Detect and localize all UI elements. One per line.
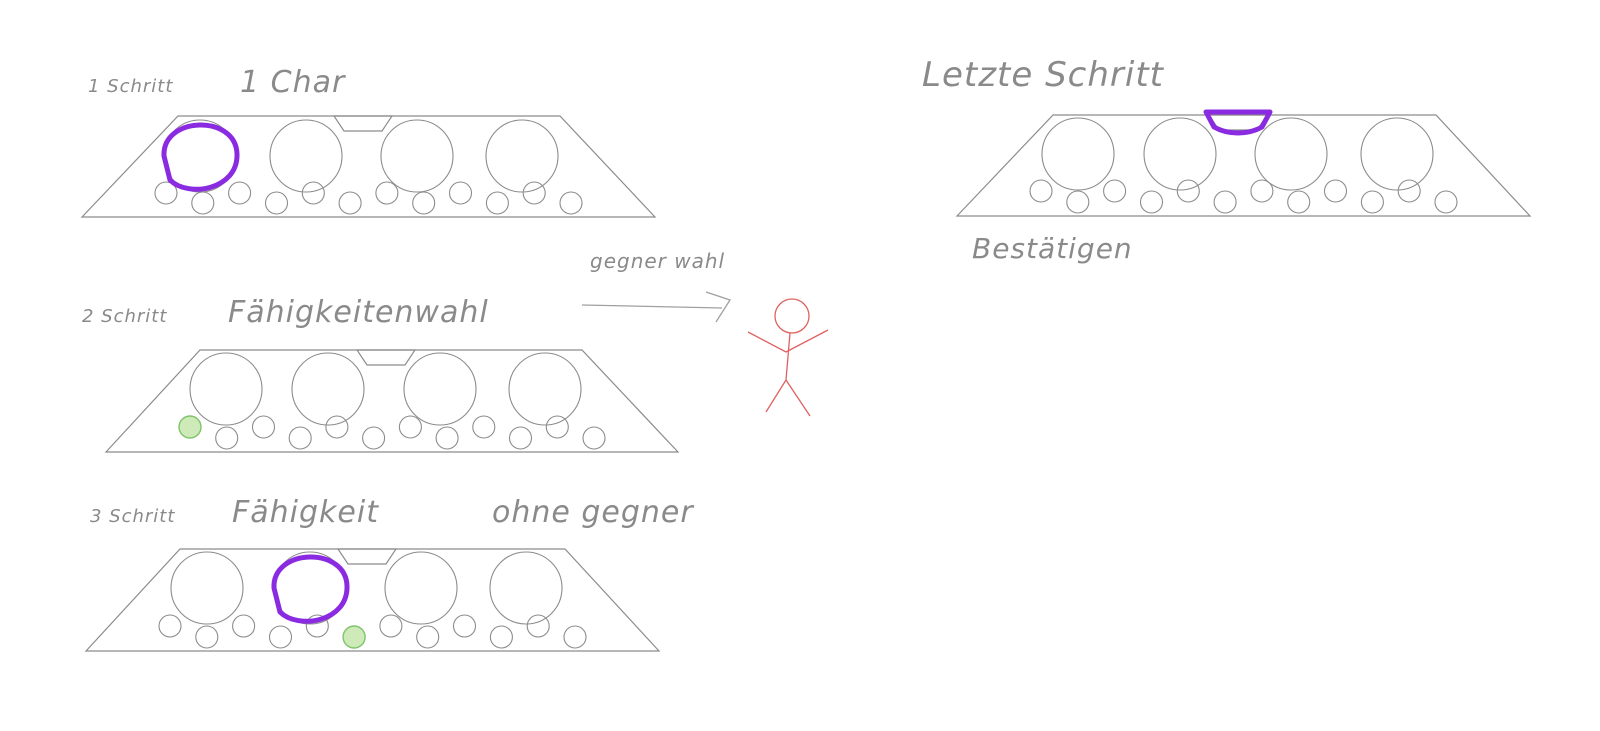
skill-slot-4[interactable] [1176,179,1200,203]
skill-slot-10[interactable] [522,181,546,205]
skill-slot-3[interactable] [268,625,293,649]
skill-slot-1[interactable] [1066,190,1090,214]
panel-outline [80,115,657,218]
step3-label: 3 Schritt [90,506,175,527]
skill-slot-4[interactable] [325,415,349,439]
skill-slot-10[interactable] [545,415,569,439]
character-slot-0[interactable] [170,551,244,625]
skill-slot-9[interactable] [508,426,533,450]
skill-slot-3[interactable] [264,191,289,215]
character-slot-1[interactable] [269,119,343,193]
skill-slot-1[interactable] [191,191,215,215]
skill-slot-6[interactable] [379,614,403,638]
skill-slot-7[interactable] [1287,190,1311,214]
skill-slot-8[interactable] [452,614,477,638]
skill-slot-11[interactable] [582,426,606,450]
confirm-tab-highlight [1203,109,1273,136]
skill-slot-2[interactable] [228,181,252,205]
skill-slot-9[interactable] [1360,190,1384,214]
skill-slot-8[interactable] [1323,179,1348,203]
step3-tail: ohne gegner [492,495,694,530]
character-slot-3[interactable] [485,119,559,193]
skill-slot-9[interactable] [485,191,509,215]
confirm-tab[interactable] [355,349,417,366]
confirm-tab[interactable] [336,548,398,565]
confirm-label[interactable]: Bestätigen [972,232,1133,265]
step2-sublabel: Fähigkeitenwahl [228,295,489,330]
skill-slot-7[interactable] [435,426,459,450]
skill-slot-6[interactable] [375,181,399,205]
character-panel-step3 [84,548,661,652]
skill-slot-11[interactable] [1434,190,1458,214]
skill-slot-6[interactable] [398,415,422,439]
character-slot-3[interactable] [489,551,563,625]
skill-slot-5[interactable] [362,426,386,450]
last-step-label: Letzte Schritt [922,55,1165,95]
skill-slot-selected[interactable] [342,625,366,649]
skill-slot-10[interactable] [1397,179,1421,203]
skill-slot-11[interactable] [563,625,587,649]
character-panel-last-step [955,109,1532,217]
selection-highlight [271,554,350,624]
skill-slot-3[interactable] [288,426,312,450]
selection-highlight [161,122,240,192]
skill-slot-6[interactable] [1250,179,1274,203]
skill-slot-7[interactable] [412,191,436,215]
arrow-label: gegner wahl [590,249,725,273]
character-panel-step2 [104,349,680,453]
panel-outline [955,114,1532,217]
skill-slot-0[interactable] [158,614,182,638]
skill-slot-0[interactable] [154,181,178,205]
arrow-to-opponent [581,291,731,323]
skill-slot-5[interactable] [1213,190,1237,214]
skill-slot-8[interactable] [448,181,473,205]
character-slot-1[interactable] [291,352,365,426]
skill-slot-9[interactable] [489,625,513,649]
skill-slot-0[interactable] [1029,179,1053,203]
skill-slot-4[interactable] [301,181,325,205]
panel-outline [84,548,661,652]
skill-slot-11[interactable] [559,191,583,215]
character-slot-2[interactable] [380,119,454,193]
character-slot-0[interactable] [1041,117,1115,191]
character-slot-0[interactable] [189,352,263,426]
skill-slot-selected[interactable] [178,415,202,439]
confirm-tab[interactable] [332,115,394,132]
character-slot-2[interactable] [1254,117,1328,191]
skill-slot-5[interactable] [338,191,362,215]
skill-slot-3[interactable] [1139,190,1164,214]
skill-slot-2[interactable] [1103,179,1127,203]
skill-slot-1[interactable] [195,625,219,649]
character-panel-step1 [80,115,657,218]
skill-slot-10[interactable] [526,614,550,638]
character-slot-1[interactable] [1143,117,1217,191]
character-slot-2[interactable] [384,551,458,625]
skill-slot-1[interactable] [215,426,239,450]
skill-slot-7[interactable] [416,625,440,649]
skill-slot-2[interactable] [232,614,256,638]
opponent-stick-figure [747,298,829,417]
step1-sublabel: 1 Char [240,65,346,100]
skill-slot-2[interactable] [251,415,276,439]
character-slot-3[interactable] [1360,117,1434,191]
step1-label: 1 Schritt [88,76,173,97]
step3-sublabel: Fähigkeit [232,495,379,530]
character-slot-3[interactable] [508,352,582,426]
step2-label: 2 Schritt [82,306,167,327]
skill-slot-8[interactable] [472,415,496,439]
panel-outline [104,349,680,453]
character-slot-2[interactable] [403,352,477,426]
skill-slot-4[interactable] [305,614,329,638]
